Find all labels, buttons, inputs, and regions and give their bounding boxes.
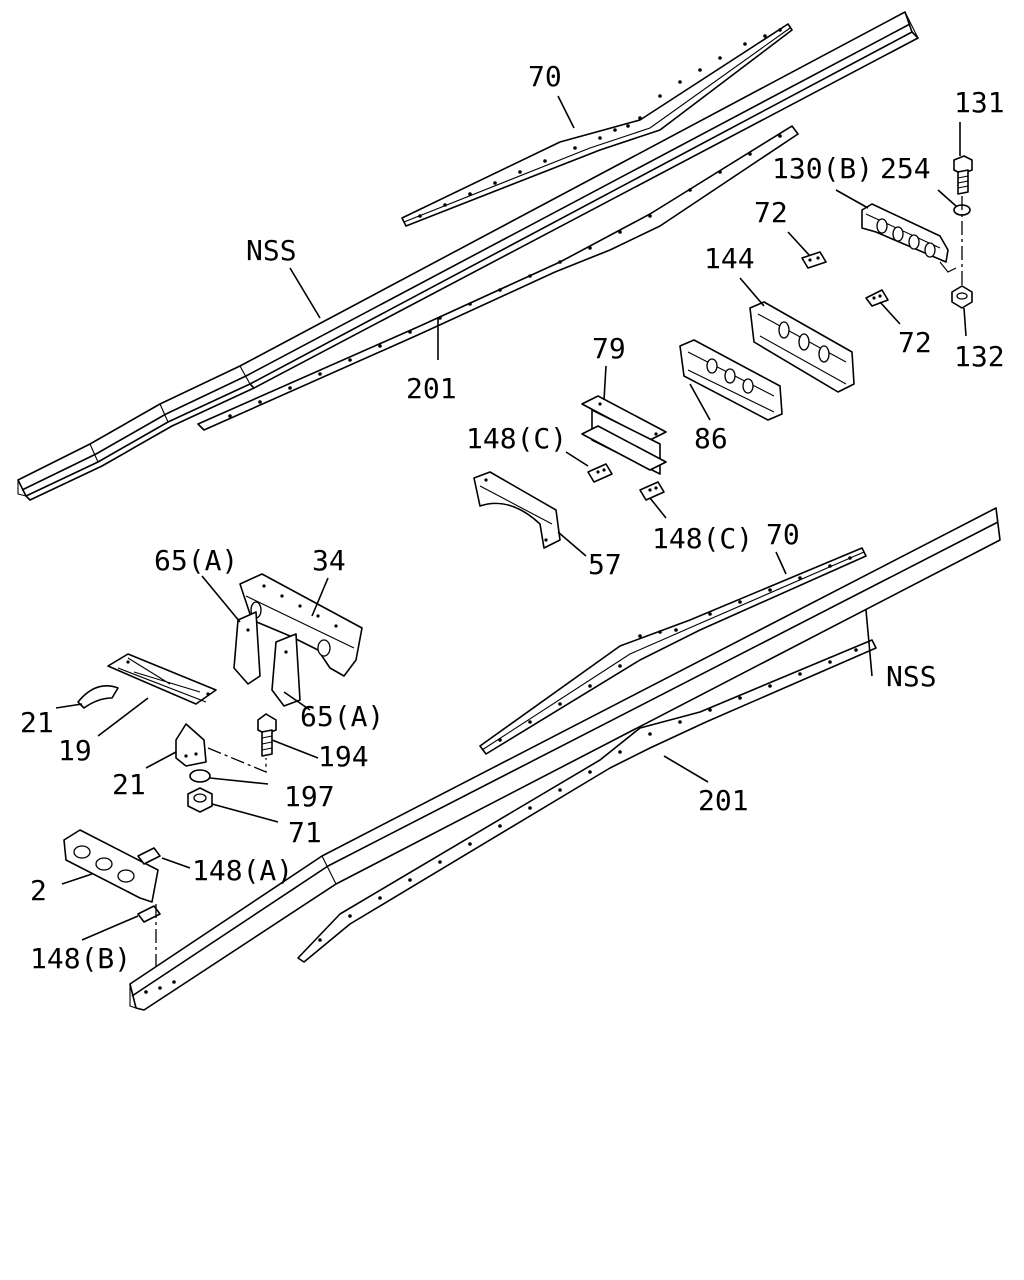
lower-reinforcement-holes: [498, 556, 852, 742]
upper-reinforcement-holes: [418, 28, 782, 218]
label-201-top: 201: [406, 372, 457, 405]
label-132: 132: [954, 340, 1005, 373]
upper-inner-plate-holes: [228, 134, 782, 418]
label-34: 34: [312, 544, 346, 577]
label-2: 2: [30, 874, 47, 907]
label-254: 254: [880, 152, 931, 185]
plate-148c-a: [587, 463, 613, 483]
plate-148c-b: [639, 481, 665, 501]
label-19: 19: [58, 734, 92, 767]
plate-148b: [137, 905, 161, 923]
leader-lines: [55, 95, 967, 941]
label-197: 197: [284, 780, 335, 813]
upper-reinforcement-plate: [401, 23, 793, 227]
upper-inner-plate: [197, 125, 799, 431]
upper-side-rail: [17, 11, 919, 501]
crossmember-144: [749, 301, 855, 393]
bracket-21-b: [175, 723, 207, 767]
nut-71: [187, 787, 213, 813]
label-194: 194: [318, 740, 369, 773]
crossmember-2: [63, 829, 159, 903]
label-79: 79: [592, 332, 626, 365]
label-144: 144: [704, 242, 755, 275]
label-130b: 130(B): [772, 152, 873, 185]
bracket-65a-b: [271, 633, 301, 707]
label-65a-a: 65(A): [154, 544, 238, 577]
label-148b: 148(B): [30, 942, 131, 975]
crossmember-19: [107, 653, 217, 705]
crossmember-86: [679, 339, 783, 421]
lower-reinforcement-plate: [479, 547, 867, 755]
crossmember-34-holes: [262, 584, 338, 628]
lower-inner-plate: [297, 639, 877, 963]
bracket-21-a: [77, 685, 119, 709]
plate-148a: [137, 847, 161, 865]
label-21-a: 21: [20, 706, 54, 739]
label-nss-bot: NSS: [886, 660, 937, 693]
crossmember-130b: [861, 203, 957, 273]
bracket-65a-a: [233, 611, 261, 685]
label-57: 57: [588, 548, 622, 581]
label-71: 71: [288, 816, 322, 849]
label-72-a: 72: [754, 196, 788, 229]
callout-labels: 70 131 130(B) 254 72 NSS 144 72 132 201 …: [20, 60, 1005, 975]
label-131: 131: [954, 86, 1005, 119]
nut-132: [951, 285, 973, 309]
label-148c-b: 148(C): [652, 522, 753, 555]
bolt-194: [257, 713, 277, 757]
label-72-b: 72: [898, 326, 932, 359]
label-21-b: 21: [112, 768, 146, 801]
label-70-bot: 70: [766, 518, 800, 551]
lower-side-rail: [129, 507, 1001, 1011]
plate-72-a: [801, 251, 827, 269]
washer-197: [189, 769, 211, 783]
plate-72-b: [865, 289, 889, 307]
label-86: 86: [694, 422, 728, 455]
label-201-bot: 201: [698, 784, 749, 817]
bolt-131: [953, 155, 973, 195]
label-nss-top: NSS: [246, 234, 297, 267]
label-70-top: 70: [528, 60, 562, 93]
label-148c-a: 148(C): [466, 422, 567, 455]
label-65a-b: 65(A): [300, 700, 384, 733]
crossmember-79: [581, 395, 667, 475]
label-148a: 148(A): [192, 854, 293, 887]
lower-inner-plate-holes: [318, 648, 858, 942]
crossmember-57: [473, 471, 561, 549]
